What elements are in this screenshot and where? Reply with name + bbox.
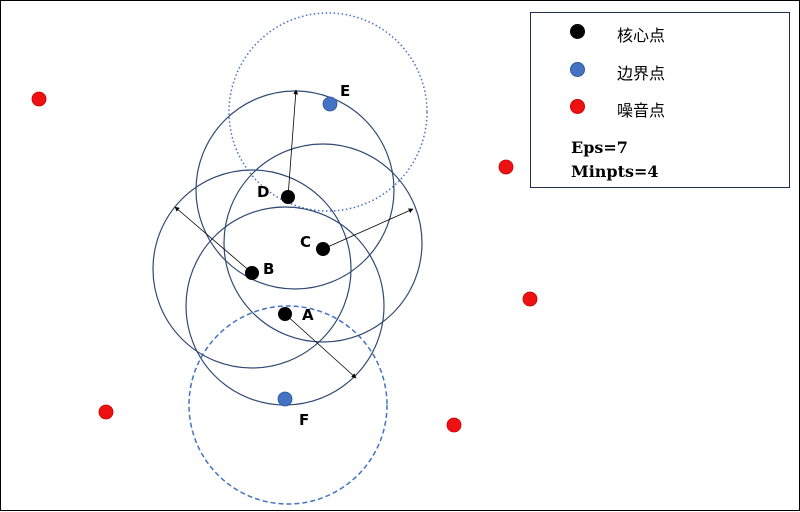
point-label-e: E bbox=[340, 82, 350, 100]
eps-circle-f-dashed bbox=[188, 305, 388, 505]
legend-box: 核心点 边界点 噪音点 Eps=7 Minpts=4 bbox=[530, 12, 790, 188]
noise-point bbox=[498, 159, 514, 175]
legend-label-border: 边界点 bbox=[617, 64, 666, 83]
minpts-param: Minpts=4 bbox=[571, 162, 659, 181]
eps-circle-a bbox=[185, 206, 385, 406]
noise-point-icon bbox=[570, 99, 585, 114]
core-point-d bbox=[281, 190, 295, 204]
point-label-c: C bbox=[300, 233, 311, 251]
point-label-d: D bbox=[257, 183, 269, 201]
eps-param: Eps=7 bbox=[571, 138, 628, 157]
legend-item-noise: 噪音点 bbox=[531, 96, 789, 120]
core-point-a bbox=[278, 307, 292, 321]
eps-circle-e-dotted bbox=[228, 12, 428, 212]
border-point-icon bbox=[570, 62, 585, 77]
core-point-c bbox=[316, 242, 330, 256]
core-point-icon bbox=[570, 24, 585, 39]
radius-arrow-b bbox=[174, 206, 253, 274]
legend-label-core: 核心点 bbox=[617, 26, 666, 45]
radius-arrow-c bbox=[322, 208, 414, 250]
noise-point bbox=[446, 417, 462, 433]
noise-point bbox=[522, 291, 538, 307]
legend-item-border: 边界点 bbox=[531, 59, 789, 83]
eps-circle-b bbox=[152, 169, 352, 369]
border-point-e bbox=[322, 96, 338, 112]
border-point-f bbox=[277, 391, 293, 407]
legend-item-core: 核心点 bbox=[531, 21, 789, 45]
noise-point bbox=[31, 91, 47, 107]
radius-arrow-d bbox=[287, 89, 299, 198]
radius-arrow-a bbox=[284, 313, 357, 379]
eps-circle-c bbox=[223, 143, 423, 343]
point-label-f: F bbox=[299, 411, 309, 429]
point-label-a: A bbox=[302, 306, 314, 324]
noise-point bbox=[98, 404, 114, 420]
legend-label-noise: 噪音点 bbox=[617, 101, 666, 120]
point-label-b: B bbox=[263, 260, 274, 278]
core-point-b bbox=[245, 266, 259, 280]
